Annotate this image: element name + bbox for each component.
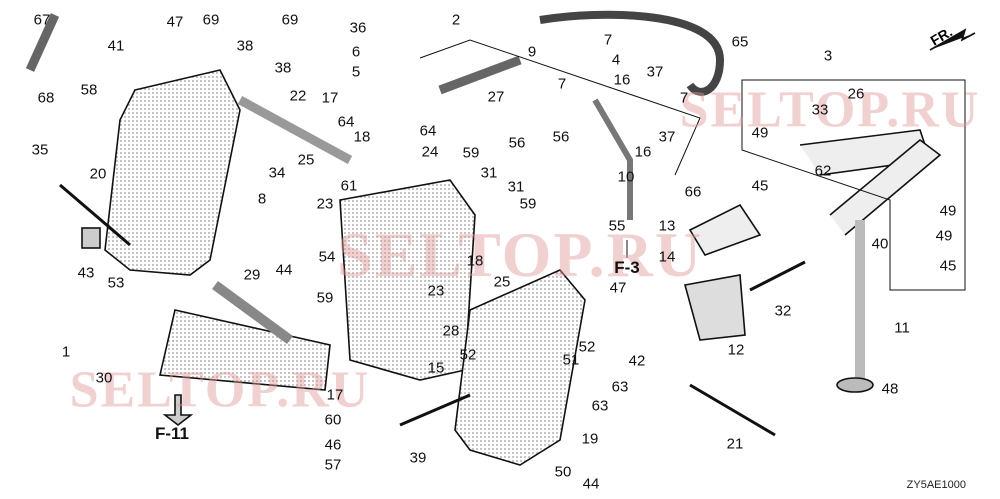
callout-14[interactable]: 14	[658, 248, 676, 266]
callout-46[interactable]: 46	[324, 436, 342, 454]
callout-49[interactable]: 49	[751, 124, 769, 142]
callout-22[interactable]: 22	[289, 87, 307, 105]
callout-17[interactable]: 17	[321, 89, 339, 107]
callout-37[interactable]: 37	[658, 128, 676, 146]
callout-34[interactable]: 34	[268, 164, 286, 182]
callout-3[interactable]: 3	[823, 47, 833, 65]
callout-33[interactable]: 33	[811, 101, 829, 119]
callout-52[interactable]: 52	[459, 346, 477, 364]
callout-61[interactable]: 61	[340, 177, 358, 195]
reference-f3[interactable]: F-3	[614, 258, 640, 277]
callout-51[interactable]: 51	[562, 351, 580, 369]
callout-63[interactable]: 63	[591, 397, 609, 415]
callout-56[interactable]: 56	[552, 128, 570, 146]
callout-35[interactable]: 35	[31, 141, 49, 159]
callout-55[interactable]: 55	[608, 217, 626, 235]
callout-32[interactable]: 32	[774, 302, 792, 320]
callout-27[interactable]: 27	[487, 88, 505, 106]
callout-44[interactable]: 44	[582, 475, 600, 493]
callout-8[interactable]: 8	[257, 190, 267, 208]
callout-64[interactable]: 64	[337, 113, 355, 131]
callout-30[interactable]: 30	[95, 369, 113, 387]
callout-9[interactable]: 9	[527, 43, 537, 61]
callout-15[interactable]: 15	[427, 359, 445, 377]
part-outlines	[25, 10, 976, 466]
callout-56[interactable]: 56	[508, 134, 526, 152]
callout-38[interactable]: 38	[274, 59, 292, 77]
callout-45[interactable]: 45	[751, 177, 769, 195]
callout-49[interactable]: 49	[939, 202, 957, 220]
callout-42[interactable]: 42	[628, 352, 646, 370]
callout-47[interactable]: 47	[609, 279, 627, 297]
callout-44[interactable]: 44	[275, 261, 293, 279]
callout-68[interactable]: 68	[37, 89, 55, 107]
callout-28[interactable]: 28	[442, 322, 460, 340]
callout-7[interactable]: 7	[557, 75, 567, 93]
callout-21[interactable]: 21	[726, 435, 744, 453]
callout-17[interactable]: 17	[326, 386, 344, 404]
callout-4[interactable]: 4	[611, 51, 621, 69]
callout-69[interactable]: 69	[202, 11, 220, 29]
callout-41[interactable]: 41	[107, 37, 125, 55]
callout-40[interactable]: 40	[871, 235, 889, 253]
callout-50[interactable]: 50	[554, 463, 572, 481]
callout-37[interactable]: 37	[646, 63, 664, 81]
callout-43[interactable]: 43	[77, 264, 95, 282]
callout-31[interactable]: 31	[507, 178, 525, 196]
callout-63[interactable]: 63	[611, 378, 629, 396]
callout-62[interactable]: 62	[814, 162, 832, 180]
callout-38[interactable]: 38	[236, 37, 254, 55]
callout-59[interactable]: 59	[316, 289, 334, 307]
callout-54[interactable]: 54	[318, 248, 336, 266]
callout-26[interactable]: 26	[847, 85, 865, 103]
callout-18[interactable]: 18	[353, 128, 371, 146]
callout-7[interactable]: 7	[679, 89, 689, 107]
reference-f11[interactable]: F-11	[154, 424, 190, 443]
callout-6[interactable]: 6	[351, 43, 361, 61]
callout-23[interactable]: 23	[316, 195, 334, 213]
callout-11[interactable]: 11	[894, 319, 910, 337]
callout-5[interactable]: 5	[351, 63, 361, 81]
watermark: SELTOP.RU	[69, 361, 371, 419]
callout-7[interactable]: 7	[603, 31, 613, 49]
callout-59[interactable]: 59	[519, 195, 537, 213]
callout-69[interactable]: 69	[281, 11, 299, 29]
callout-47[interactable]: 47	[166, 13, 184, 31]
callout-67[interactable]: 67	[33, 11, 51, 29]
callout-1[interactable]: 1	[61, 343, 71, 361]
callout-16[interactable]: 16	[613, 71, 631, 89]
diagram-code: ZY5AE1000	[906, 479, 966, 491]
callout-13[interactable]: 13	[658, 217, 676, 235]
watermark: SELTOP.RU	[336, 219, 704, 290]
callout-64[interactable]: 64	[419, 122, 437, 140]
callout-19[interactable]: 19	[581, 430, 599, 448]
callout-24[interactable]: 24	[421, 143, 439, 161]
callout-31[interactable]: 31	[480, 164, 498, 182]
callout-53[interactable]: 53	[107, 274, 125, 292]
callout-60[interactable]: 60	[324, 411, 342, 429]
callout-58[interactable]: 58	[80, 81, 98, 99]
callout-16[interactable]: 16	[634, 143, 652, 161]
callout-57[interactable]: 57	[324, 456, 342, 474]
callout-66[interactable]: 66	[684, 183, 702, 201]
callout-2[interactable]: 2	[451, 11, 461, 29]
callout-23[interactable]: 23	[427, 282, 445, 300]
callout-48[interactable]: 48	[881, 380, 899, 398]
callout-20[interactable]: 20	[89, 165, 107, 183]
callout-39[interactable]: 39	[409, 449, 427, 467]
callout-25[interactable]: 25	[493, 273, 511, 291]
callout-18[interactable]: 18	[466, 252, 484, 270]
callout-29[interactable]: 29	[243, 266, 261, 284]
callout-49[interactable]: 49	[935, 227, 953, 245]
callout-12[interactable]: 12	[727, 341, 745, 359]
callout-25[interactable]: 25	[297, 151, 315, 169]
watermark: SELTOP.RU	[679, 81, 981, 139]
callout-65[interactable]: 65	[731, 33, 749, 51]
callout-59[interactable]: 59	[462, 144, 480, 162]
callout-36[interactable]: 36	[349, 19, 367, 37]
callout-52[interactable]: 52	[578, 338, 596, 356]
callout-10[interactable]: 10	[617, 168, 635, 186]
callout-45[interactable]: 45	[939, 257, 957, 275]
